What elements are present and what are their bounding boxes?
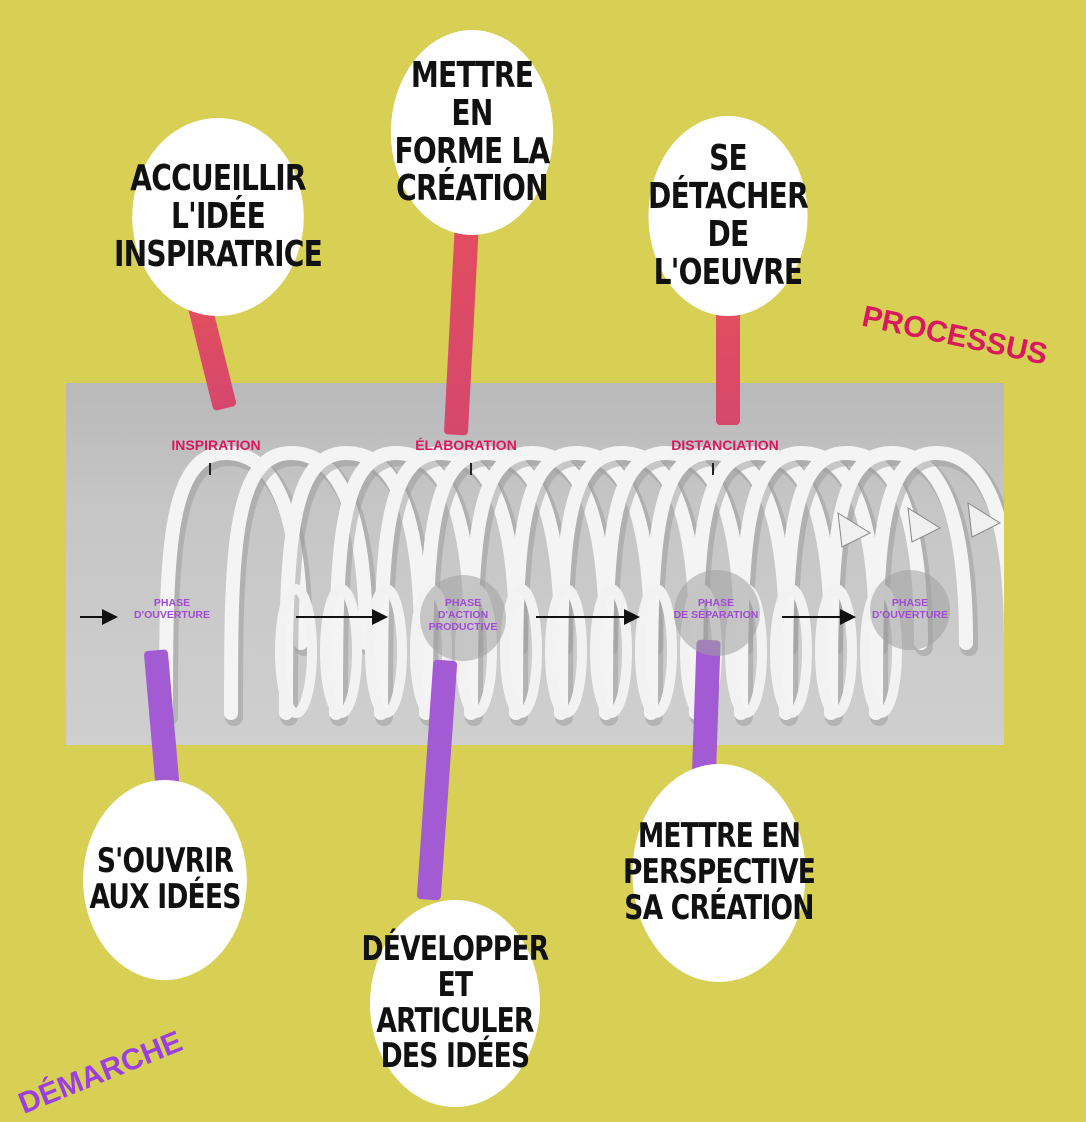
bubble-se-detacher: SE DÉTACHER DE L'OEUVRE: [648, 116, 807, 316]
stage-tick: [712, 463, 714, 475]
processus-label: PROCESSUS: [859, 300, 1050, 372]
phase-ouverture-2: PHASE D'OUVERTURE: [850, 597, 970, 621]
bubble-accueillir-idee: ACCUEILLIR L'IDÉE INSPIRATRICE: [132, 118, 304, 316]
stage-tick: [470, 463, 472, 475]
bubble-s-ouvrir: S'OUVRIR AUX IDÉES: [83, 780, 247, 980]
bubble-developper: DÉVELOPPER ET ARTICULER DES IDÉES: [370, 900, 540, 1107]
stage-elaboration: ÉLABORATION: [415, 437, 517, 453]
stage-inspiration: INSPIRATION: [171, 437, 260, 453]
phase-separation: PHASE DE SÉPARATION: [656, 597, 776, 621]
stage-distanciation: DISTANCIATION: [671, 437, 779, 453]
phase-ouverture-1: PHASE D'OUVERTURE: [112, 597, 232, 621]
demarche-label: DÉMARCHE: [14, 1025, 187, 1121]
connector-top-distanciation: [716, 300, 740, 425]
stage-tick: [209, 463, 211, 475]
bubble-mettre-en-perspective: METTRE EN PERSPECTIVE SA CRÉATION: [632, 764, 805, 982]
phase-action-productive: PHASE D'ACTION PRODUCTIVE: [403, 597, 523, 633]
bubble-mettre-en-forme: METTRE EN FORME LA CRÉATION: [391, 30, 553, 235]
